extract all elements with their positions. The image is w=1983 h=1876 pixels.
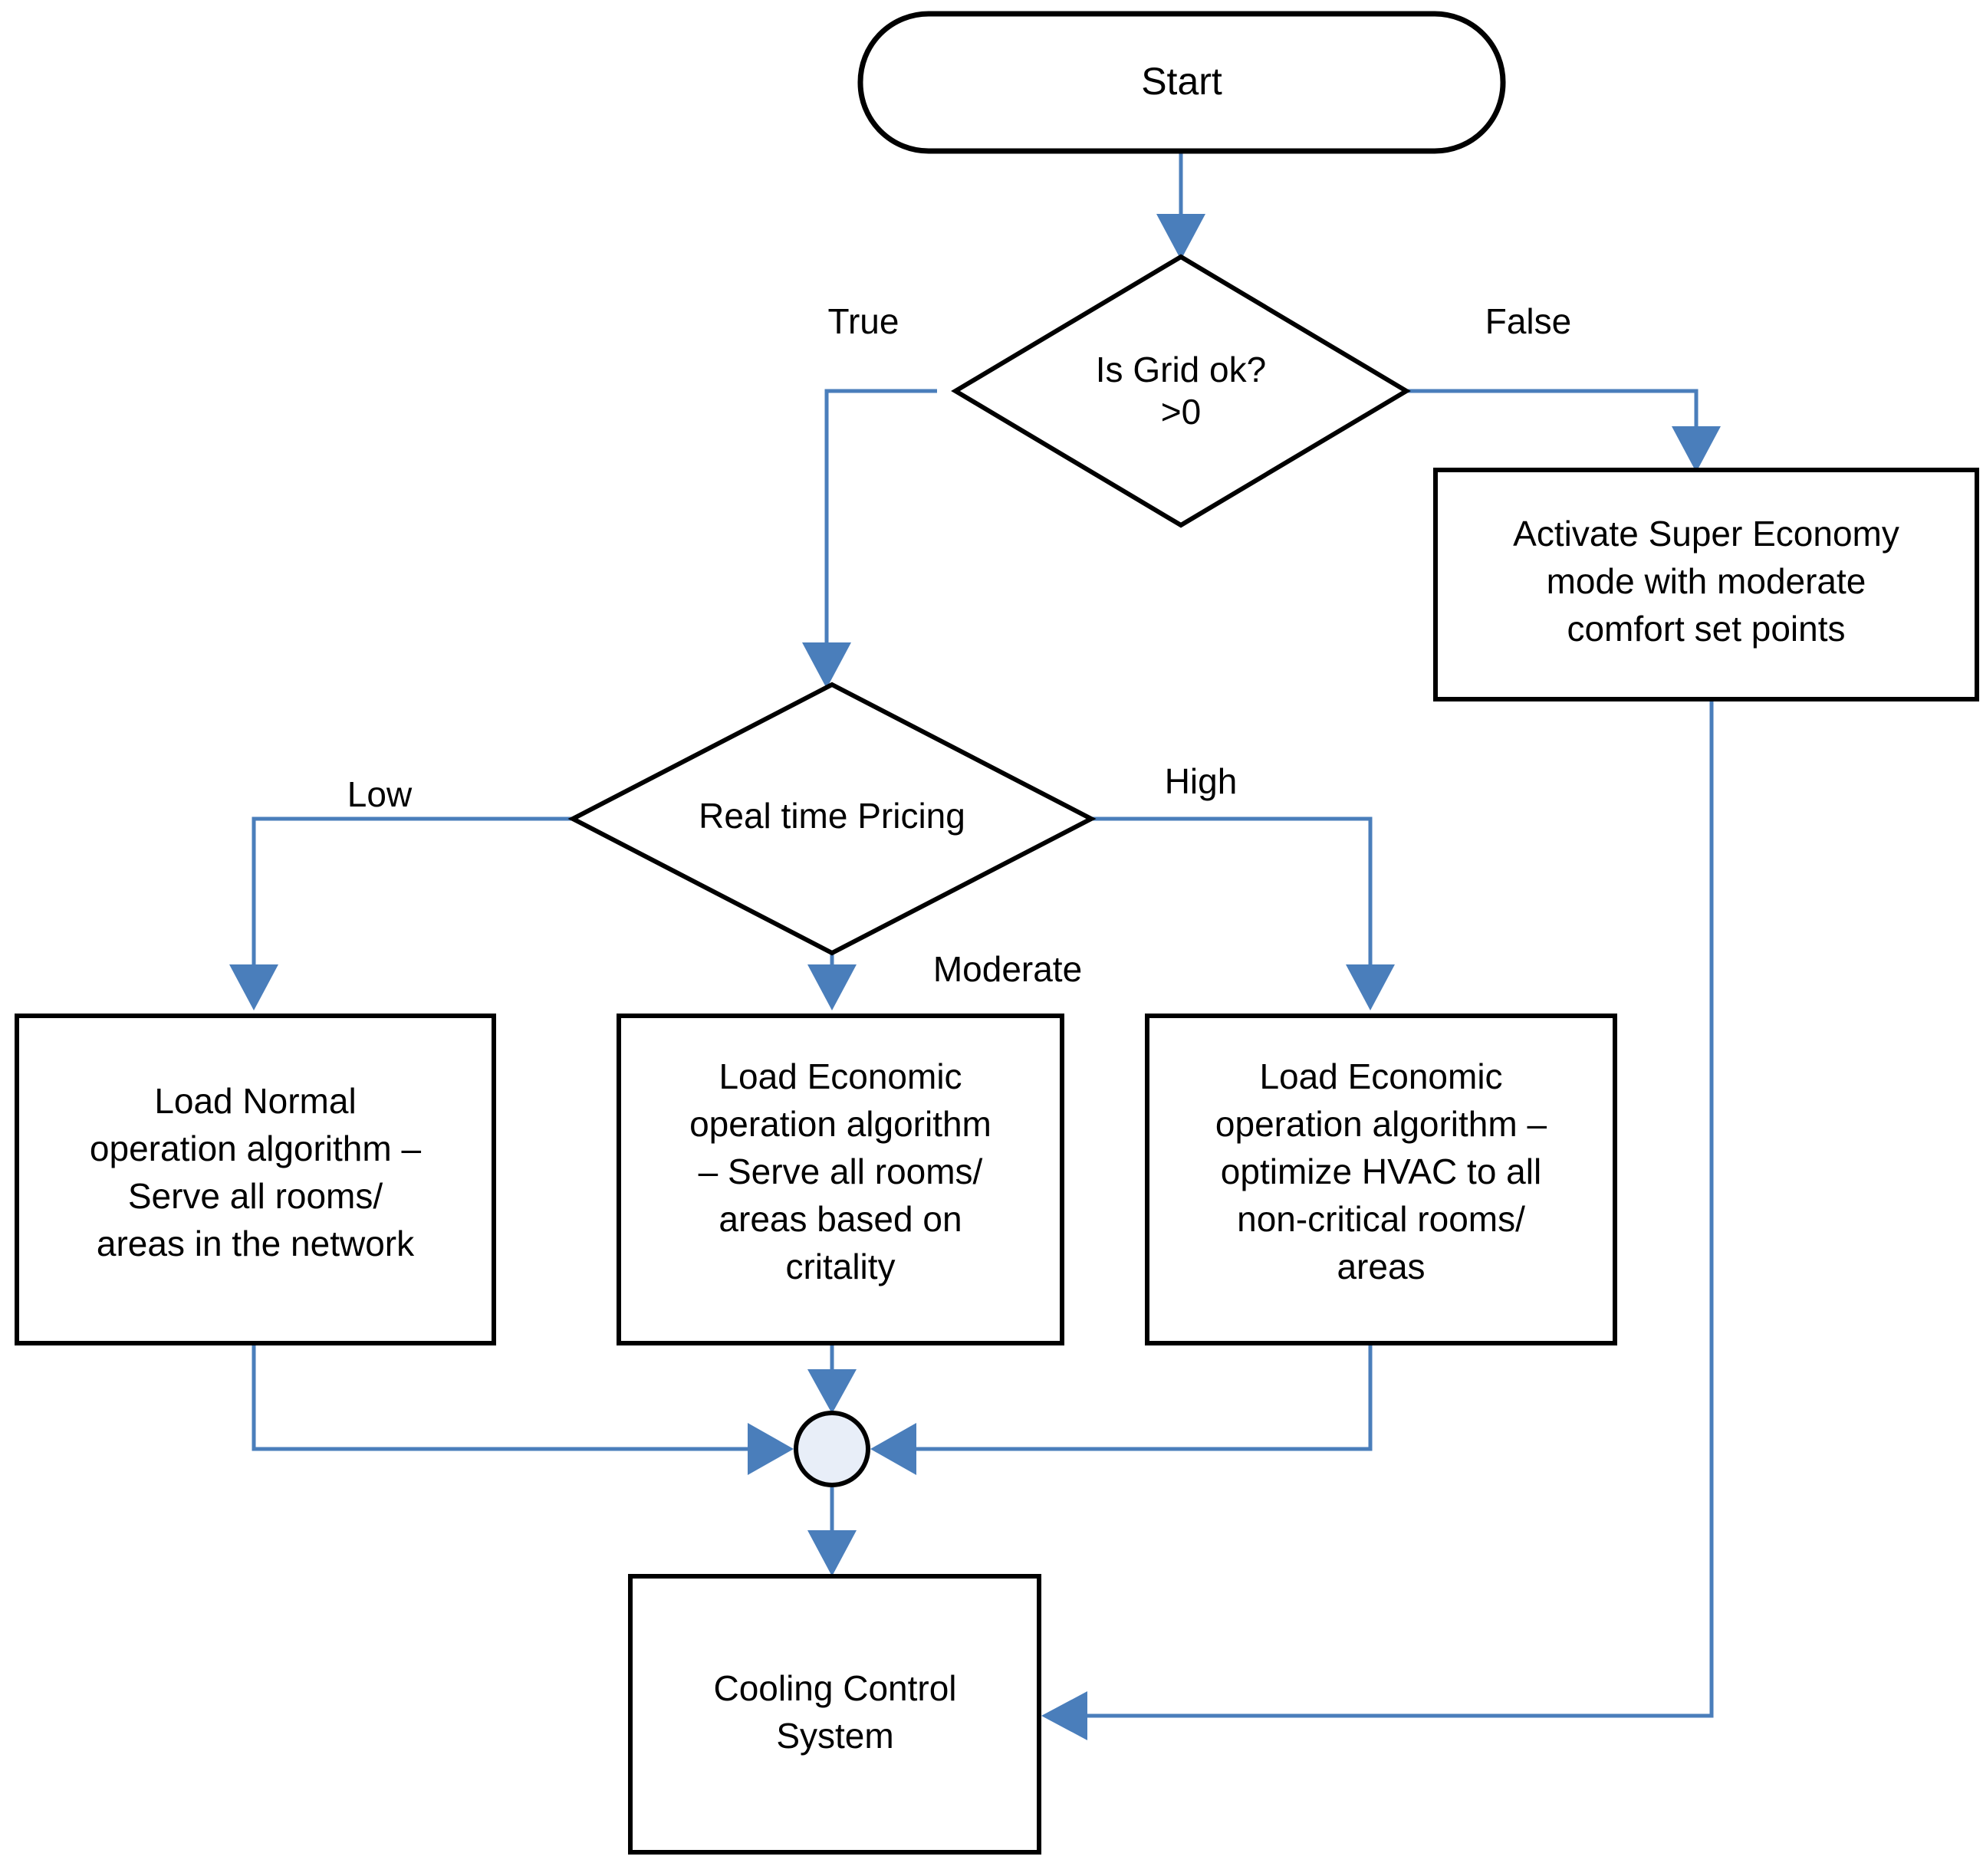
- node-normal-operation[interactable]: Load Normal operation algorithm – Serve …: [15, 1014, 496, 1345]
- edge-label-pricing-low: Low: [347, 774, 413, 814]
- connector-grid-false-to-super-economy: [1406, 389, 1721, 472]
- node-grid-decision-line2: >0: [1161, 392, 1201, 432]
- edge-label-pricing-high: High: [1165, 761, 1238, 801]
- connector-normal-to-merge: [252, 1343, 794, 1475]
- node-economic-criticality[interactable]: Load Economic operation algorithm – Serv…: [617, 1014, 1064, 1345]
- node-economic-criticality-line1: Load Economic: [719, 1056, 962, 1096]
- node-economic-criticality-line4: areas based on: [719, 1199, 962, 1239]
- connector-grid-true-to-pricing: [802, 389, 937, 688]
- node-grid-decision[interactable]: Is Grid ok? >0: [951, 254, 1411, 528]
- node-economic-hvac[interactable]: Load Economic operation algorithm – opti…: [1145, 1014, 1617, 1345]
- connector-merge-to-cooling: [807, 1487, 857, 1576]
- node-normal-operation-line4: areas in the network: [97, 1224, 415, 1263]
- node-economic-hvac-line4: non-critical rooms/: [1237, 1199, 1525, 1239]
- node-normal-operation-line3: Serve all rooms/: [128, 1176, 383, 1216]
- connector-pricing-moderate-to-economic-criticality: [807, 953, 857, 1010]
- node-super-economy-line2: mode with moderate: [1547, 561, 1866, 601]
- node-economic-criticality-line3: – Serve all rooms/: [699, 1152, 983, 1191]
- connector-super-economy-to-cooling: [1041, 699, 1714, 1740]
- node-super-economy-line1: Activate Super Economy: [1513, 514, 1899, 554]
- node-normal-operation-line2: operation algorithm –: [90, 1129, 422, 1168]
- node-merge-junction[interactable]: [794, 1411, 870, 1487]
- connector-economic-criticality-to-merge: [807, 1343, 857, 1414]
- node-economic-hvac-line2: operation algorithm –: [1215, 1104, 1547, 1144]
- edge-label-grid-false: False: [1485, 301, 1571, 341]
- connector-pricing-high-to-economic-hvac: [1091, 816, 1395, 1010]
- node-cooling-control-system[interactable]: Cooling Control System: [628, 1574, 1041, 1855]
- edge-label-pricing-moderate: Moderate: [933, 949, 1082, 989]
- node-cooling-control-line1: Cooling Control: [713, 1668, 956, 1708]
- connector-start-to-grid: [1156, 151, 1205, 260]
- node-cooling-control-line2: System: [776, 1716, 893, 1756]
- connector-pricing-low-to-normal: [229, 816, 574, 1010]
- edge-label-grid-true: True: [828, 301, 899, 341]
- node-economic-hvac-line3: optimize HVAC to all: [1221, 1152, 1541, 1191]
- node-super-economy[interactable]: Activate Super Economy mode with moderat…: [1433, 468, 1979, 701]
- node-grid-decision-line1: Is Grid ok?: [1096, 350, 1266, 389]
- node-super-economy-line3: comfort set points: [1567, 609, 1845, 649]
- node-economic-hvac-line1: Load Economic: [1259, 1056, 1502, 1096]
- node-start-label: Start: [1141, 60, 1222, 103]
- connector-economic-hvac-to-merge: [870, 1343, 1373, 1475]
- node-start[interactable]: Start: [857, 11, 1506, 154]
- node-pricing-decision[interactable]: Real time Pricing: [567, 682, 1097, 956]
- node-economic-criticality-line2: operation algorithm: [689, 1104, 992, 1144]
- node-economic-criticality-line5: critality: [785, 1247, 895, 1286]
- node-normal-operation-line1: Load Normal: [154, 1081, 356, 1121]
- node-pricing-decision-label: Real time Pricing: [699, 796, 965, 836]
- node-economic-hvac-line5: areas: [1337, 1247, 1425, 1286]
